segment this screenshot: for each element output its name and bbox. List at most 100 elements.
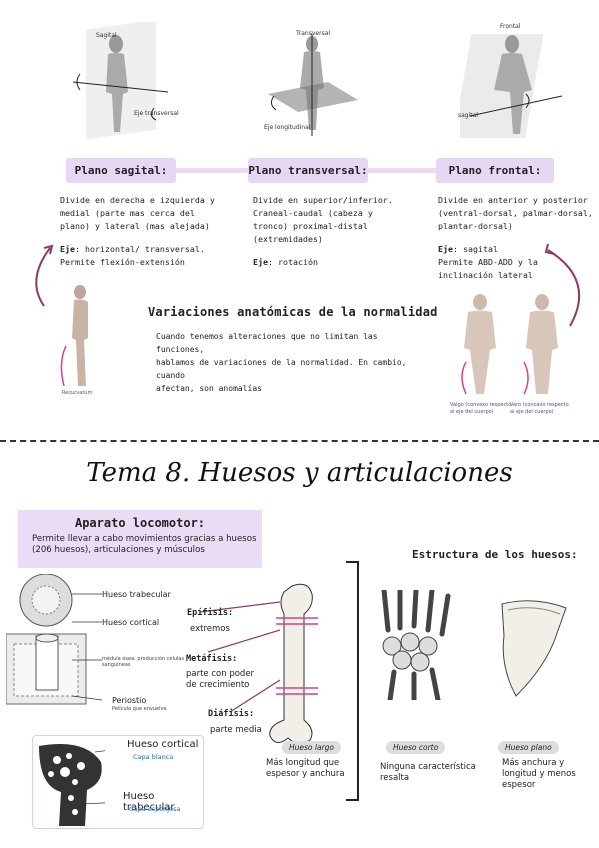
transverse-axis-label: Eje transversal bbox=[134, 110, 179, 117]
valgo-figure: Valgo (convexo respecto al eje del cuerp… bbox=[450, 292, 511, 422]
hueso-plano-desc: Más anchura y longitud y menos espesor bbox=[502, 758, 576, 791]
frontal-eje: Eje: sagital bbox=[438, 243, 596, 256]
eje-label: Eje bbox=[438, 244, 453, 254]
hueso-corto-line: Ninguna característica bbox=[380, 762, 476, 772]
sagital-desc-line: plano) y lateral (mas alejada) bbox=[60, 221, 210, 231]
eje-value: : horizontal/ transversal. bbox=[75, 244, 205, 254]
estructura-title: Estructura de los huesos: bbox=[412, 548, 578, 561]
periostio-sub-label: Película que envuelve bbox=[112, 706, 167, 712]
valgo-caption-line: Valgo (convexo respecto bbox=[450, 402, 512, 408]
plane-sagital-title: Plano sagital: bbox=[66, 158, 176, 183]
hueso-plano-pill: Hueso plano bbox=[498, 741, 559, 754]
frontal-desc-line: (ventral-dorsal, palmar-dorsal, bbox=[438, 208, 593, 218]
epifisis-label: Epífisis: bbox=[187, 608, 234, 618]
frontal-extra-line: Permite ABD-ADD y la bbox=[438, 257, 538, 267]
sagital-plane-label: Sagital bbox=[96, 32, 117, 39]
metafisis-label: Metáfisis: bbox=[186, 654, 238, 664]
long-bone-illustration bbox=[199, 583, 318, 744]
sagital-desc-line: medial (parte mas cerca del bbox=[60, 208, 195, 218]
bone-section-pointer-lines bbox=[72, 593, 103, 701]
metafisis-desc: parte con poder de crecimiento bbox=[186, 669, 254, 691]
transverse-body-illustration bbox=[268, 34, 358, 136]
varo-figure: Varo (cóncavo respecto al eje del cuerpo… bbox=[510, 292, 572, 422]
transversal-desc-line: Craneal-caudal (cabeza y bbox=[253, 208, 373, 218]
medula-label: médula ósea: producción células sanguíne… bbox=[102, 656, 184, 668]
aparato-text: Permite llevar a cabo movimientos gracia… bbox=[32, 534, 258, 556]
femur-cortical-label: Hueso cortical bbox=[127, 739, 199, 750]
eje-value: : sagital bbox=[453, 244, 498, 254]
hueso-corto-desc: Ninguna característica resalta bbox=[380, 762, 476, 784]
aparato-locomotor-box: Aparato locomotor: Permite llevar a cabo… bbox=[18, 510, 262, 568]
aparato-title: Aparato locomotor: bbox=[74, 516, 206, 530]
bone-section-illustration bbox=[6, 574, 87, 705]
short-bone-illustration bbox=[381, 590, 451, 700]
bracket-icon bbox=[346, 561, 359, 801]
variaciones-line: hablamos de variaciones de la normalidad… bbox=[156, 358, 407, 380]
frontal-desc-line: plantar-dorsal) bbox=[438, 221, 513, 231]
frontal-extra-line: inclinación lateral bbox=[438, 270, 533, 280]
flat-bone-illustration bbox=[501, 600, 567, 697]
varo-caption-line: al eje del cuerpo) bbox=[510, 409, 554, 415]
medula-line: sanguíneas bbox=[102, 662, 131, 668]
transversal-desc-line: tronco) proximal-distal bbox=[253, 221, 368, 231]
femur-cortical-sub: Capa blanca bbox=[133, 753, 174, 761]
valgo-caption: Valgo (convexo respecto al eje del cuerp… bbox=[450, 402, 520, 416]
aparato-line: (206 huesos), articulaciones y músculos bbox=[32, 545, 205, 555]
femur-head-illustration bbox=[39, 744, 105, 826]
metafisis-desc-line: de crecimiento bbox=[186, 680, 250, 690]
variaciones-title: Variaciones anatómicas de la normalidad bbox=[148, 305, 438, 319]
frontal-plane-label: Frontal bbox=[500, 23, 521, 30]
transversal-desc-line: (extremidades) bbox=[253, 234, 323, 244]
frontal-body-illustration bbox=[460, 34, 563, 138]
frontal-desc-line: Divide en anterior y posterior bbox=[438, 195, 588, 205]
plane-frontal-title: Plano frontal: bbox=[436, 158, 554, 183]
longitudinal-axis-label: Eje longitudinal bbox=[264, 124, 311, 131]
femur-trabecular-sub: Capa esponjosa bbox=[129, 805, 181, 813]
hueso-plano-line: espesor bbox=[502, 780, 536, 790]
left-curved-arrow-icon bbox=[35, 244, 54, 307]
valgo-caption-line: al eje del cuerpo) bbox=[450, 409, 494, 415]
sagittal-plane-figure: Sagital Eje transversal bbox=[68, 22, 188, 152]
tema-title: Tema 8. Huesos y articulaciones bbox=[86, 458, 513, 488]
hueso-plano-line: Más anchura y bbox=[502, 758, 565, 768]
transversal-plane-label: Transversal bbox=[296, 30, 331, 37]
frontal-plane-figure: Frontal sagital bbox=[458, 20, 570, 150]
hueso-cortical-label: Hueso cortical bbox=[102, 618, 160, 627]
plane-sagital-description: Divide en derecha e izquierda y medial (… bbox=[60, 194, 240, 269]
section-divider bbox=[0, 440, 599, 442]
variaciones-line: Cuando tenemos alteraciones que no limit… bbox=[156, 332, 378, 354]
eje-label: Eje bbox=[60, 244, 75, 254]
varo-caption-line: Varo (cóncavo respecto bbox=[510, 402, 569, 408]
hueso-corto-line: resalta bbox=[380, 773, 410, 783]
eje-label: Eje bbox=[253, 257, 268, 267]
diafisis-desc: parte media bbox=[210, 725, 262, 735]
femur-trabecular-label: Hueso trabecular bbox=[123, 791, 175, 813]
recurvatum-caption: Recurvatum bbox=[62, 390, 93, 396]
plane-frontal-description: Divide en anterior y posterior (ventral-… bbox=[438, 194, 596, 282]
sagital-eje: Eje: horizontal/ transversal. bbox=[60, 243, 240, 256]
sagital-axis-label: sagital bbox=[458, 112, 478, 119]
recurvatum-body-illustration bbox=[60, 285, 88, 387]
sagital-desc-line: Divide en derecha e izquierda y bbox=[60, 195, 215, 205]
variaciones-line: afectan, son anomalías bbox=[156, 384, 262, 393]
eje-value: : rotación bbox=[268, 257, 318, 267]
right-curved-arrow-icon bbox=[544, 243, 580, 327]
plane-transversal-description: Divide en superior/inferior. Craneal-cau… bbox=[253, 194, 423, 269]
plane-transversal-title: Plano transversal: bbox=[248, 158, 368, 183]
hueso-largo-line: Más longitud que bbox=[266, 758, 340, 768]
transverse-plane-figure: Transversal Eje longitudinal bbox=[258, 26, 368, 146]
periostio-label: Periostio bbox=[112, 696, 147, 705]
variaciones-text: Cuando tenemos alteraciones que no limit… bbox=[156, 330, 426, 395]
medula-line: médula ósea: producción células bbox=[102, 656, 185, 662]
varo-caption: Varo (cóncavo respecto al eje del cuerpo… bbox=[510, 402, 580, 416]
recurvatum-figure: Recurvatum bbox=[58, 282, 108, 400]
aparato-line: Permite llevar a cabo movimientos gracia… bbox=[32, 534, 257, 544]
femur-head-box: Hueso cortical Capa blanca Hueso trabecu… bbox=[32, 735, 204, 829]
varo-body-illustration bbox=[523, 294, 558, 395]
hueso-trabecular-label: Hueso trabecular bbox=[102, 590, 171, 599]
hueso-largo-pill: Hueso largo bbox=[282, 741, 341, 754]
transversal-desc-line: Divide en superior/inferior. bbox=[253, 195, 393, 205]
transversal-eje: Eje: rotación bbox=[253, 256, 423, 269]
sagittal-body-illustration bbox=[72, 22, 169, 140]
diafisis-label: Diáfisis: bbox=[208, 709, 255, 719]
